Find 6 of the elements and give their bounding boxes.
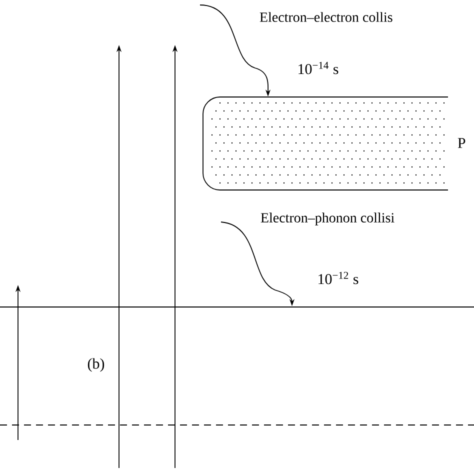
dotted-band [202,96,448,190]
process-label: Electron–electron collis [260,12,392,22]
panel-label: (b) [88,358,104,372]
process-label: Electron–phonon collisi [260,212,394,226]
time-label: 10$^{−12}$ s [318,272,358,284]
time-label: 10$^{−14}$ s [298,62,338,74]
